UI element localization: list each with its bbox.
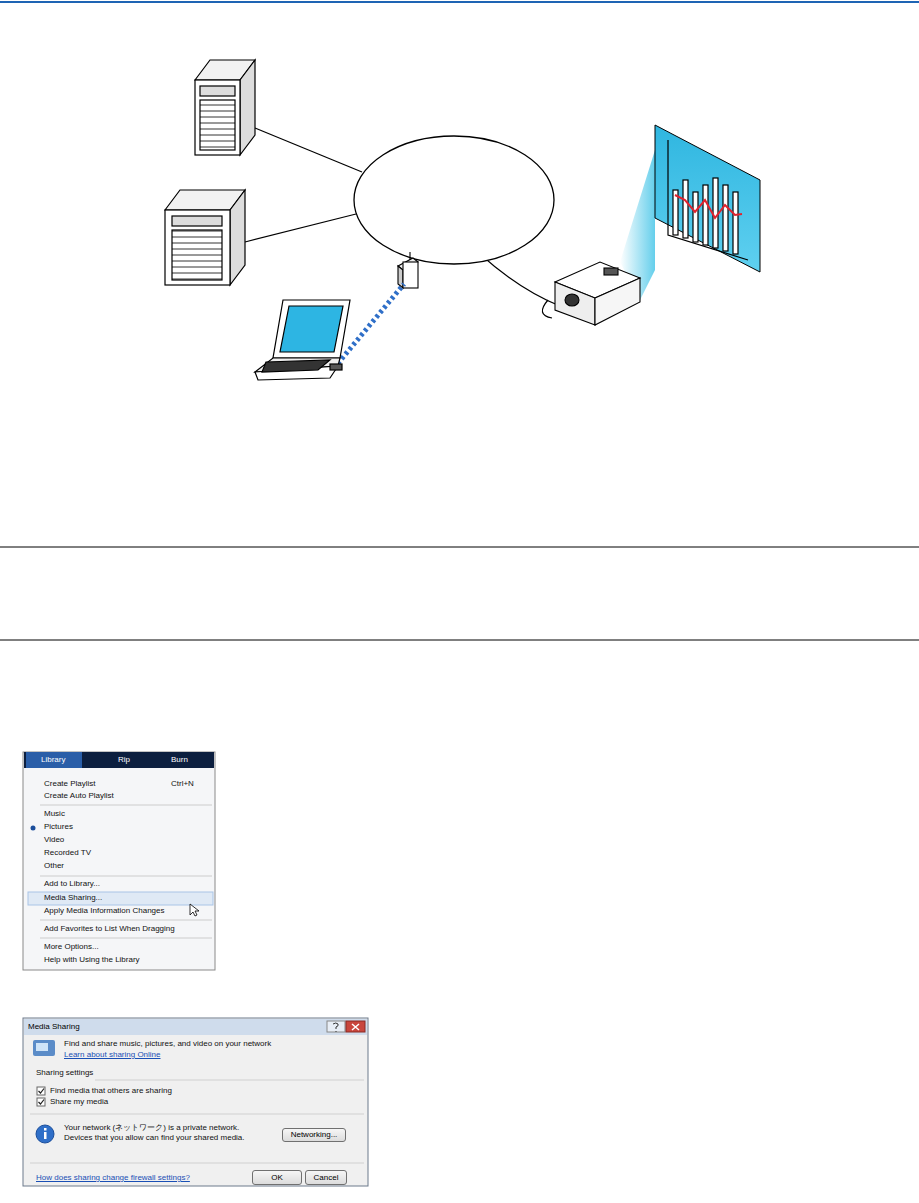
menu-item: Video bbox=[44, 835, 64, 845]
button-label: OK bbox=[271, 1173, 283, 1182]
library-menu bbox=[23, 752, 215, 970]
menu-item: Music bbox=[44, 809, 65, 819]
menu-item: More Options... bbox=[44, 942, 99, 952]
menu-item: Other bbox=[44, 861, 64, 871]
menu-item: Pictures bbox=[44, 822, 73, 832]
menu-item: Create Playlist bbox=[44, 779, 96, 789]
menu-tab: Library bbox=[41, 755, 65, 765]
network-cloud bbox=[354, 136, 554, 264]
section-rule bbox=[0, 547, 919, 548]
media-sharing-dialog bbox=[23, 1018, 368, 1186]
info-text: Your network (ネットワーク) is a private netwo… bbox=[64, 1123, 269, 1143]
menu-item: Create Auto Playlist bbox=[44, 791, 114, 801]
help-link: Learn about sharing Online bbox=[64, 1050, 161, 1060]
menu-item: Add Favorites to List When Dragging bbox=[44, 924, 175, 934]
cancel-button: Cancel bbox=[305, 1170, 347, 1185]
button-label: Cancel bbox=[314, 1173, 339, 1182]
menu-tab: Burn bbox=[171, 755, 188, 765]
shortcut: Ctrl+N bbox=[171, 779, 194, 789]
server bbox=[195, 60, 255, 155]
section-rule bbox=[0, 640, 919, 641]
server bbox=[165, 190, 245, 285]
ok-button: OK bbox=[252, 1170, 302, 1185]
dialog-text: Find and share music, pictures, and vide… bbox=[64, 1039, 271, 1049]
top-rule bbox=[0, 1, 919, 3]
group-heading: Sharing settings bbox=[36, 1068, 93, 1078]
checkbox-label: Find media that others are sharing bbox=[50, 1086, 172, 1096]
help-link: How does sharing change firewall setting… bbox=[36, 1173, 190, 1183]
menu-item: Apply Media Information Changes bbox=[44, 906, 165, 916]
menu-item: Help with Using the Library bbox=[44, 955, 140, 965]
menu-item: Recorded TV bbox=[44, 848, 91, 858]
dialog-title: Media Sharing bbox=[28, 1022, 80, 1032]
menu-tab: Rip bbox=[118, 755, 130, 765]
networking-button: Networking... bbox=[282, 1128, 346, 1142]
menu-item: Add to Library... bbox=[44, 879, 100, 889]
menu-item: Media Sharing... bbox=[44, 893, 102, 903]
laptop bbox=[255, 300, 350, 380]
access-point bbox=[398, 252, 418, 288]
button-label: Networking... bbox=[291, 1130, 338, 1139]
checkbox-label: Share my media bbox=[50, 1097, 108, 1107]
projection-screen bbox=[655, 125, 760, 272]
projector bbox=[555, 262, 640, 325]
